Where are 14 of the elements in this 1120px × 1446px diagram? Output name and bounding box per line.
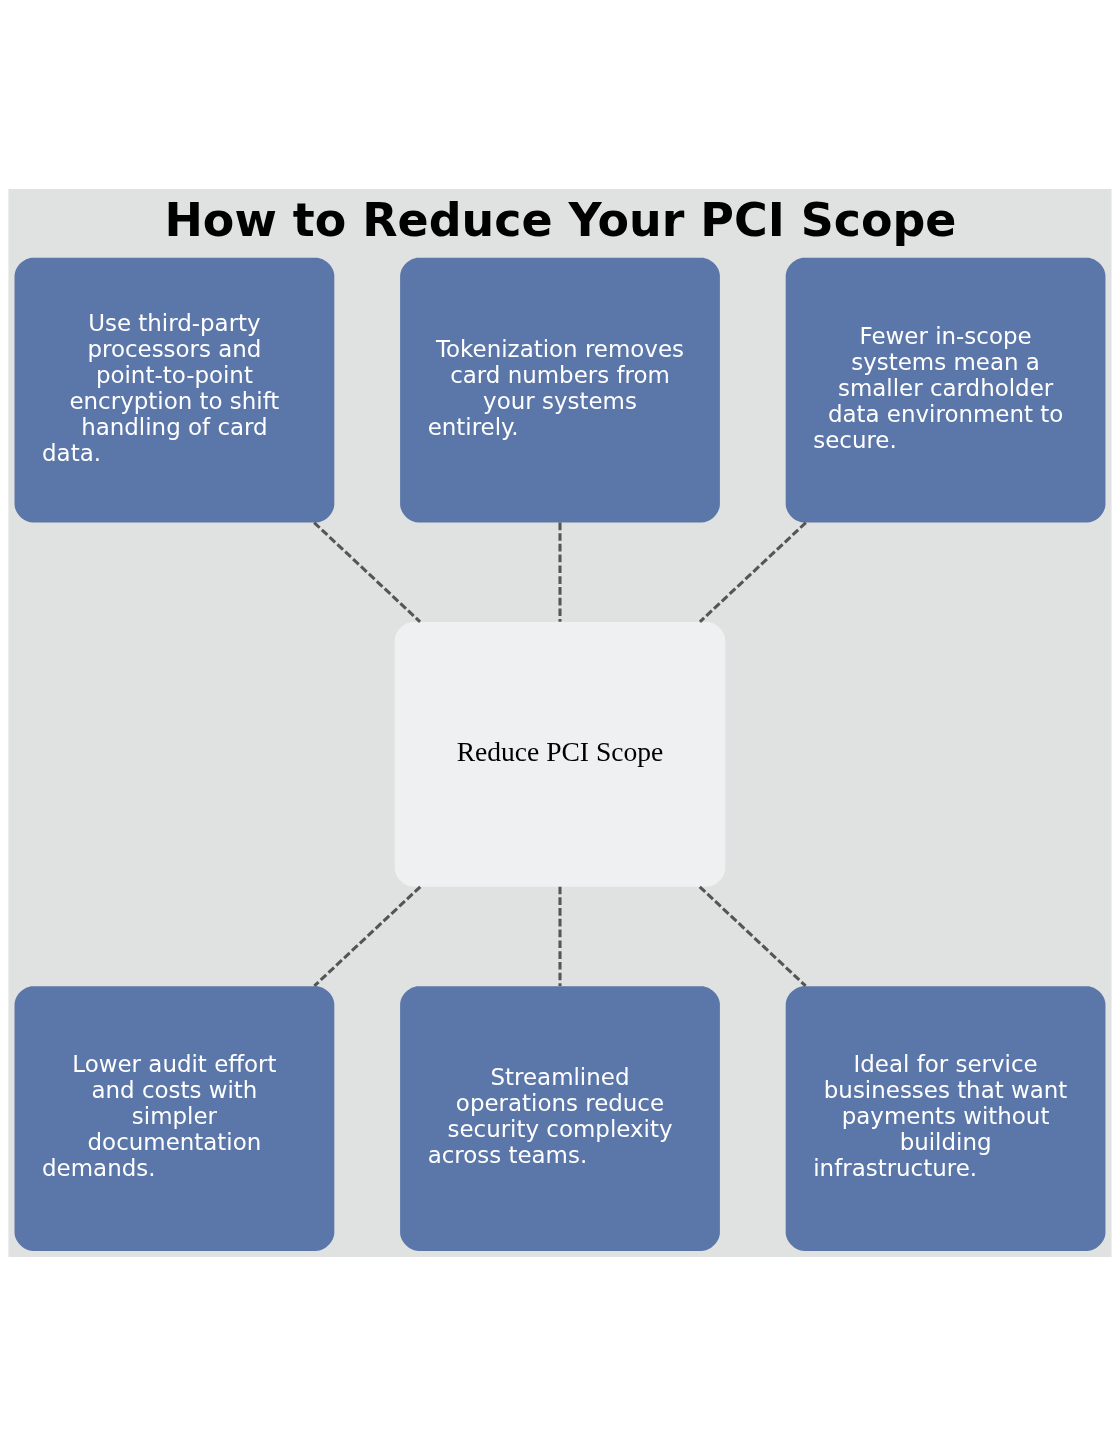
connector: [558, 886, 562, 986]
connector: [313, 885, 422, 988]
node-box: Ideal for service businesses that want payments without building infrastructure.: [785, 986, 1106, 1251]
node-box: Streamlined operations reduce security complexity across teams.: [400, 986, 720, 1251]
connector: [558, 522, 562, 622]
node-box: Fewer in-scope systems mean a smaller cardholder data environment to secure.: [785, 257, 1106, 523]
connector: [698, 885, 807, 988]
node-box: Lower audit effort and costs with simpler documentation demands.: [14, 986, 335, 1251]
node-box: Tokenization removes card numbers from your systems entirely.: [400, 257, 720, 523]
connector: [313, 521, 422, 623]
connector: [698, 521, 807, 623]
node-box: Use third-party processors and point-to-point encryption to shift handling of card data.: [14, 257, 335, 523]
diagram-title: How to Reduce Your PCI Scope: [164, 193, 957, 248]
node-box: Reduce PCI Scope: [394, 622, 726, 887]
